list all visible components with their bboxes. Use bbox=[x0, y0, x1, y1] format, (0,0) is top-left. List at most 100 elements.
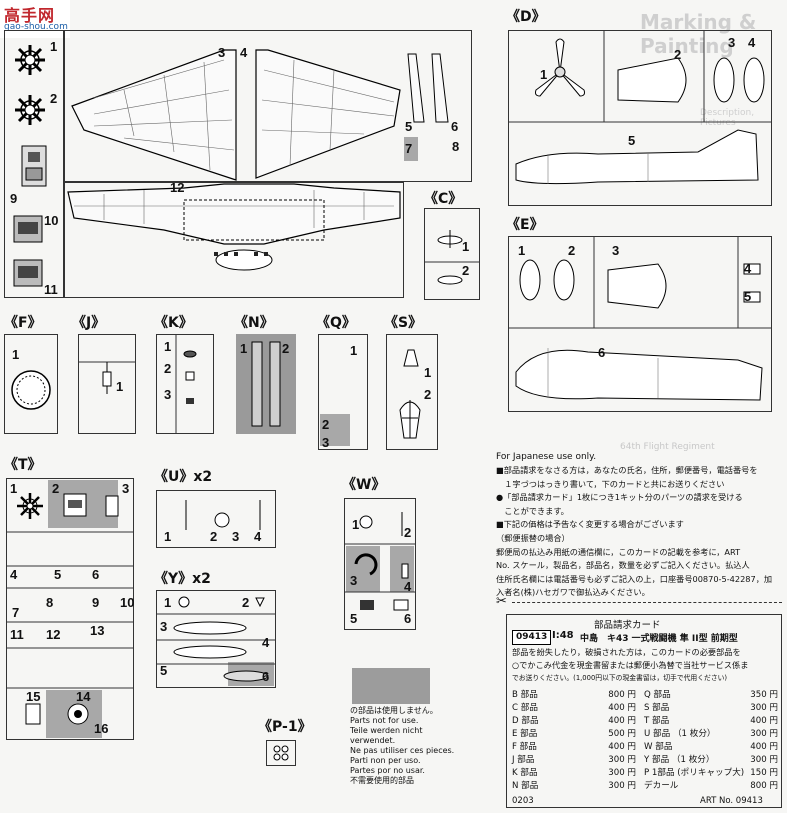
sprue-t-drawing bbox=[6, 493, 134, 725]
price-row: U 部品 （1 枚分） 300 円 bbox=[644, 727, 778, 740]
part-number: 2 bbox=[242, 595, 250, 610]
part-number: 12 bbox=[170, 180, 185, 195]
bg-sub1: Description, Pictures bbox=[700, 108, 755, 128]
part-number: 1 bbox=[12, 347, 20, 362]
part-number: 5 bbox=[628, 133, 636, 148]
part-number: 1 bbox=[350, 343, 358, 358]
part-number: 2 bbox=[424, 387, 432, 402]
sprue-s-frame bbox=[386, 334, 438, 450]
part-number: 13 bbox=[90, 623, 105, 638]
cockpit-panel-drawing bbox=[21, 145, 47, 187]
sprue-s-drawing bbox=[399, 349, 421, 439]
part-number: 10 bbox=[120, 595, 135, 610]
part-number: 4 bbox=[254, 529, 262, 544]
part-number: 4 bbox=[404, 579, 412, 594]
sprue-j-frame bbox=[78, 334, 136, 434]
parts-order-card bbox=[506, 614, 782, 808]
price-item-value: 300 円 bbox=[750, 729, 778, 739]
part-number: 2 bbox=[322, 417, 330, 432]
part-number: 16 bbox=[94, 721, 109, 736]
price-item-name: K 部品 bbox=[512, 768, 538, 778]
part-number: 2 bbox=[50, 91, 58, 106]
sprue-w-frame bbox=[344, 498, 416, 630]
sprue-y-drawing bbox=[156, 596, 276, 682]
price-item-name: C 部品 bbox=[512, 703, 538, 713]
card-scale: I:48 bbox=[552, 630, 574, 641]
part-number: 3 bbox=[122, 481, 130, 496]
wing-sprue-upper-frame bbox=[64, 30, 472, 182]
section-c-label: 《C》 bbox=[424, 191, 463, 207]
price-item-value: 300 円 bbox=[750, 755, 778, 765]
section-k-label: 《K》 bbox=[154, 315, 193, 331]
notice-line: Ne pas utiliser ces pieces. bbox=[350, 746, 455, 755]
card-product-name: 中島 キ43 一式戦闘機 隼 II型 前期型 bbox=[580, 634, 738, 644]
price-item-name: S 部品 bbox=[644, 703, 670, 713]
part-number: 15 bbox=[26, 689, 41, 704]
price-item-name: デカール bbox=[644, 781, 679, 791]
instruction-line: 郵便局の払込み用紙の通信欄に，このカードの記載を参考に，ART bbox=[496, 546, 741, 557]
part-number: 7 bbox=[12, 605, 20, 620]
part-number: 3 bbox=[322, 435, 330, 450]
not-used-notice: の部品は使用しません。 Parts not for use. Teile wer… bbox=[350, 706, 460, 786]
instruction-line: ■下記の価格は予告なく変更する場合がございます bbox=[496, 519, 684, 530]
card-description: 部品を紛失したり，破損された方は，このカードの必要部品を ○でかこみ代金を現金書… bbox=[512, 646, 778, 685]
part-number: 2 bbox=[210, 529, 218, 544]
part-number: 2 bbox=[568, 243, 576, 258]
part-number: 11 bbox=[10, 627, 24, 642]
card-desc-line: でお送りください。(1,000円以下の現金書留は，切手で代用ください) bbox=[512, 674, 728, 682]
part-number: 2 bbox=[462, 263, 470, 278]
price-row: Y 部品 （1 枚分）300 円 bbox=[644, 753, 778, 766]
part-number: 2 bbox=[674, 47, 682, 62]
part-number: 5 bbox=[405, 119, 413, 134]
price-item-value: 800 円 bbox=[750, 781, 778, 791]
price-item-name: Q 部品 bbox=[644, 690, 671, 700]
sprue-k-drawing bbox=[175, 334, 197, 434]
part-number: 4 bbox=[240, 45, 248, 60]
section-q-label: 《Q》 bbox=[316, 315, 356, 331]
part-number: 3 bbox=[232, 529, 240, 544]
part-number: 1 bbox=[352, 517, 360, 532]
card-art-number-box: 09413 bbox=[512, 630, 552, 645]
price-item-name: U 部品 （1 枚分） bbox=[644, 729, 716, 739]
part-number: 6 bbox=[262, 669, 270, 684]
instruction-line: （郵便振替の場合） bbox=[496, 532, 570, 543]
part-number: 3 bbox=[218, 45, 226, 60]
price-item-value: 300 円 bbox=[750, 703, 778, 713]
instruction-line: ●「部品請求カード」1枚につき1キット分のパーツの請求を受ける bbox=[496, 492, 743, 503]
price-item-name: T 部品 bbox=[644, 716, 670, 726]
part-number: 5 bbox=[744, 289, 752, 304]
price-item-name: F 部品 bbox=[512, 742, 537, 752]
part-number: 3 bbox=[160, 619, 168, 634]
card-desc-line: ○でかこみ代金を現金書留または郵便小為替で当社サービス係ま bbox=[512, 660, 749, 670]
part-number: 3 bbox=[350, 573, 358, 588]
price-item-name: J 部品 bbox=[512, 755, 535, 765]
sprue-u-drawing bbox=[185, 500, 261, 530]
part-number: 4 bbox=[262, 635, 270, 650]
ordering-instructions: ■部品請求をなさる方は，あなたの氏名，住所，郵便番号，電話番号を １字づつはっき… bbox=[496, 464, 782, 600]
instruction-line: 住所氏名欄には電話番号も必ずご記入の上，口座番号00870-5-42287，加 bbox=[496, 573, 773, 584]
price-item-value: 150 円 bbox=[750, 768, 778, 778]
scissors-icon: ✂ bbox=[496, 594, 507, 609]
part-number: 1 bbox=[50, 39, 58, 54]
part-number: 1 bbox=[518, 243, 526, 258]
part-number: 1 bbox=[240, 341, 248, 356]
part-number: 2 bbox=[282, 341, 290, 356]
part-number: 11 bbox=[44, 282, 58, 297]
notice-line: Parts not for use. bbox=[350, 716, 419, 725]
instruction-line: 入者名(株)ハセガワで御払込みください。 bbox=[496, 587, 650, 598]
part-number: 6 bbox=[92, 567, 100, 582]
part-number: 5 bbox=[350, 611, 358, 626]
sprue-f-drawing bbox=[11, 370, 51, 410]
part-number: 6 bbox=[404, 611, 412, 626]
sprue-p-frame bbox=[266, 740, 296, 766]
section-e-label: 《E》 bbox=[506, 217, 544, 233]
